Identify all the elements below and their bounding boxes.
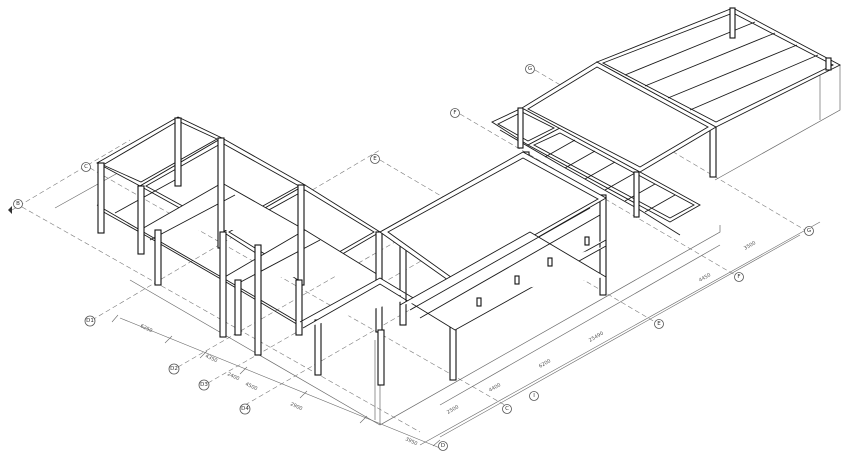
grid-bubble-c: C xyxy=(81,162,91,172)
grid-bubble-g-end: G xyxy=(804,226,814,236)
svg-text:D4: D4 xyxy=(241,406,249,412)
grid-bubble-c-end: C xyxy=(502,404,512,414)
dimension-lines xyxy=(54,154,821,449)
bridge-frame xyxy=(491,107,701,236)
grid-line-left xyxy=(11,139,131,211)
grid-bubble-d1: D1 xyxy=(84,315,96,327)
svg-text:E: E xyxy=(373,156,377,162)
grid-bubble-i-end: I xyxy=(529,391,539,401)
dimension-text: 3950 xyxy=(404,436,418,447)
grid-bubble-e: E xyxy=(370,154,380,164)
svg-text:I: I xyxy=(533,393,535,399)
grid-bubble-f-end: F xyxy=(734,272,744,282)
grid-bubble-b: B xyxy=(13,199,23,209)
svg-text:G: G xyxy=(807,228,811,234)
dimension-text: 4500 xyxy=(244,381,258,392)
grid-bubble-f: F xyxy=(450,108,460,118)
dimension-text: 25490 xyxy=(588,331,605,344)
svg-text:D2: D2 xyxy=(170,366,178,372)
central-block-frame xyxy=(299,151,607,331)
svg-text:D1: D1 xyxy=(86,318,94,324)
grid-bubble-d3: D3 xyxy=(198,379,210,391)
grid-bubble-g: G xyxy=(525,64,535,74)
grid-bubble-d4: D4 xyxy=(239,403,251,415)
dimension-text: 4350 xyxy=(204,353,218,364)
dimension-text: 2900 xyxy=(289,401,303,412)
dimension-text: 4400 xyxy=(488,382,502,394)
dimension-text: 2500 xyxy=(446,404,460,416)
svg-text:B: B xyxy=(16,201,20,207)
svg-text:D3: D3 xyxy=(200,382,208,388)
svg-text:D: D xyxy=(441,443,445,449)
svg-text:F: F xyxy=(737,274,740,280)
svg-text:C: C xyxy=(84,164,88,170)
dimension-text: 2400 xyxy=(226,371,240,382)
grid-bubble-d-end: D xyxy=(438,441,448,451)
grid-line-f xyxy=(459,113,736,276)
svg-text:E: E xyxy=(657,321,661,327)
dimension-text: 6200 xyxy=(538,358,552,370)
north-arrow-icon xyxy=(8,206,12,214)
grid-bubble-d2: D2 xyxy=(168,363,180,375)
dimension-text: 6250 xyxy=(139,323,153,334)
dimension-text: 4450 xyxy=(698,272,712,284)
upper-right-block-frame xyxy=(521,7,841,173)
grid-bubbles: B C E F G E F G xyxy=(8,64,814,451)
svg-text:C: C xyxy=(505,406,509,412)
dimension-text: 3500 xyxy=(743,240,757,252)
svg-text:F: F xyxy=(453,110,456,116)
grid-bubble-e-end: E xyxy=(654,319,664,329)
svg-text:G: G xyxy=(528,66,532,72)
